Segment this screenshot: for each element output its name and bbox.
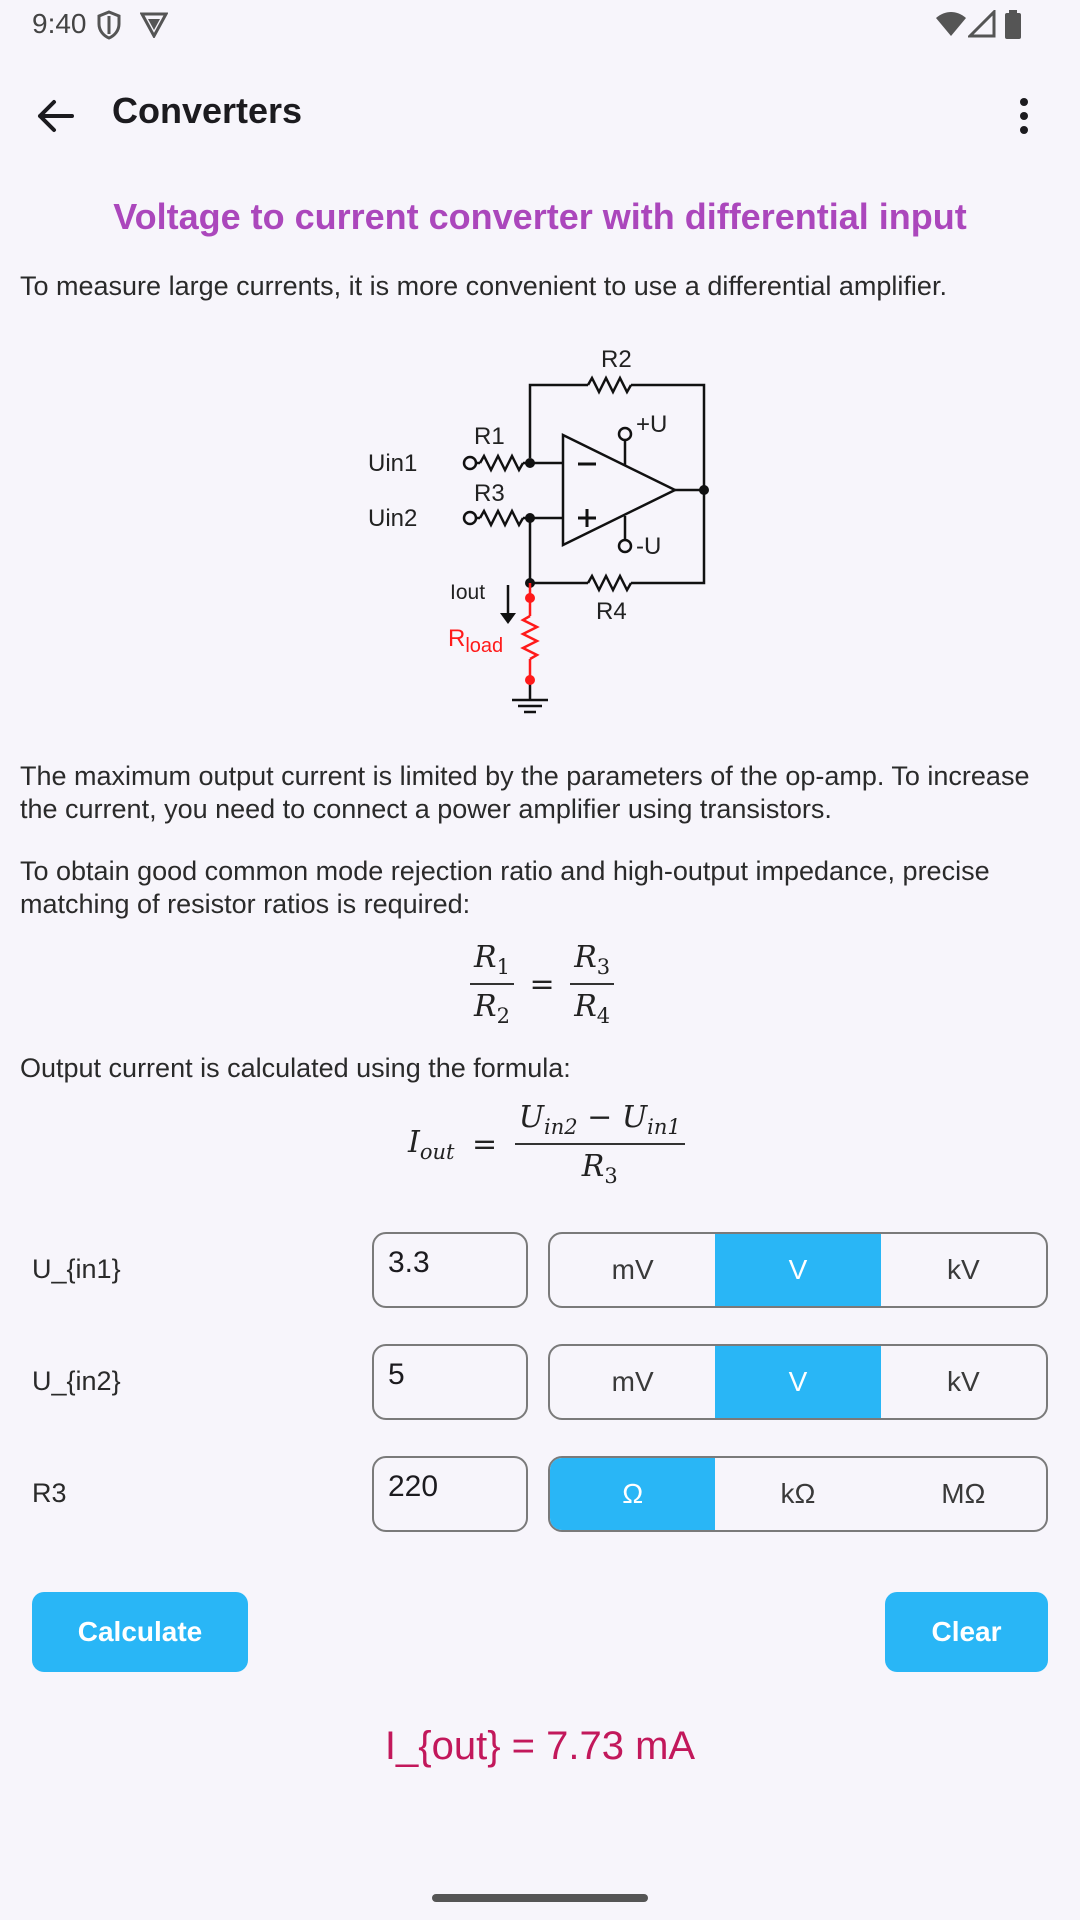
r3-unit-kohm[interactable]: kΩ bbox=[780, 1478, 816, 1509]
label-rload-sub: load bbox=[465, 635, 503, 657]
svg-text:Rload: Rload bbox=[448, 625, 503, 657]
status-bar: 9:40 bbox=[0, 0, 1080, 50]
label-iout: Iout bbox=[450, 581, 485, 604]
intro-text: To measure large currents, it is more co… bbox=[20, 271, 947, 301]
cmrr-text: To obtain good common mode rejection rat… bbox=[20, 856, 990, 919]
uin1-label: U_{in1} bbox=[32, 1254, 121, 1284]
r3-label: R3 bbox=[32, 1478, 67, 1508]
uin1-input[interactable] bbox=[372, 1232, 528, 1308]
label-uin2: Uin2 bbox=[368, 505, 417, 532]
formula-intro-text: Output current is calculated using the f… bbox=[20, 1053, 571, 1083]
uin2-unit-v[interactable]: V bbox=[715, 1346, 881, 1418]
back-arrow-icon[interactable] bbox=[28, 88, 84, 144]
uin2-unit-kv[interactable]: kV bbox=[946, 1366, 980, 1397]
max-current-text: The maximum output current is limited by… bbox=[20, 761, 1030, 824]
status-time: 9:40 bbox=[32, 8, 87, 39]
result-text: I_{out} = 7.73 mA bbox=[384, 1724, 696, 1768]
label-uin1: Uin1 bbox=[368, 450, 417, 477]
clear-button[interactable]: Clear bbox=[885, 1592, 1048, 1672]
app-title: Converters bbox=[112, 90, 303, 131]
signal-icon bbox=[968, 10, 996, 38]
circuit-diagram: R2 R1 R3 R4 Uin1 Uin2 +U -U Iout Rload bbox=[368, 346, 709, 714]
r3-unit-ohm[interactable]: Ω bbox=[550, 1458, 716, 1530]
label-rload: R bbox=[448, 625, 465, 652]
calculate-button[interactable]: Calculate bbox=[32, 1592, 248, 1672]
battery-icon bbox=[1005, 10, 1021, 39]
wifi-icon bbox=[936, 12, 966, 36]
uin1-unit-mv[interactable]: mV bbox=[611, 1254, 654, 1285]
label-r4: R4 bbox=[596, 598, 627, 625]
uin1-unit-kv[interactable]: kV bbox=[946, 1254, 980, 1285]
uin2-unit-selector: mV V kV bbox=[548, 1344, 1048, 1420]
label-r2: R2 bbox=[601, 346, 632, 373]
page-heading: Voltage to current converter with differ… bbox=[113, 196, 967, 237]
r3-unit-selector: Ω kΩ MΩ bbox=[548, 1456, 1048, 1532]
vpn-icon bbox=[140, 12, 168, 38]
label-plus-u: +U bbox=[636, 411, 667, 438]
r3-input[interactable] bbox=[372, 1456, 528, 1532]
shield-icon bbox=[97, 10, 121, 40]
uin2-input[interactable] bbox=[372, 1344, 528, 1420]
uin1-unit-selector: mV V kV bbox=[548, 1232, 1048, 1308]
uin1-unit-v[interactable]: V bbox=[715, 1234, 881, 1306]
app-bar: Converters bbox=[0, 60, 1080, 164]
more-vert-icon[interactable] bbox=[1000, 88, 1048, 144]
label-r1: R1 bbox=[474, 423, 505, 450]
uin2-unit-mv[interactable]: mV bbox=[611, 1366, 654, 1397]
uin2-label: U_{in2} bbox=[32, 1366, 121, 1396]
r3-unit-mohm[interactable]: MΩ bbox=[941, 1478, 986, 1509]
gesture-nav-handle[interactable] bbox=[432, 1894, 648, 1902]
label-r3: R3 bbox=[474, 480, 505, 507]
label-minus-u: -U bbox=[636, 533, 661, 560]
